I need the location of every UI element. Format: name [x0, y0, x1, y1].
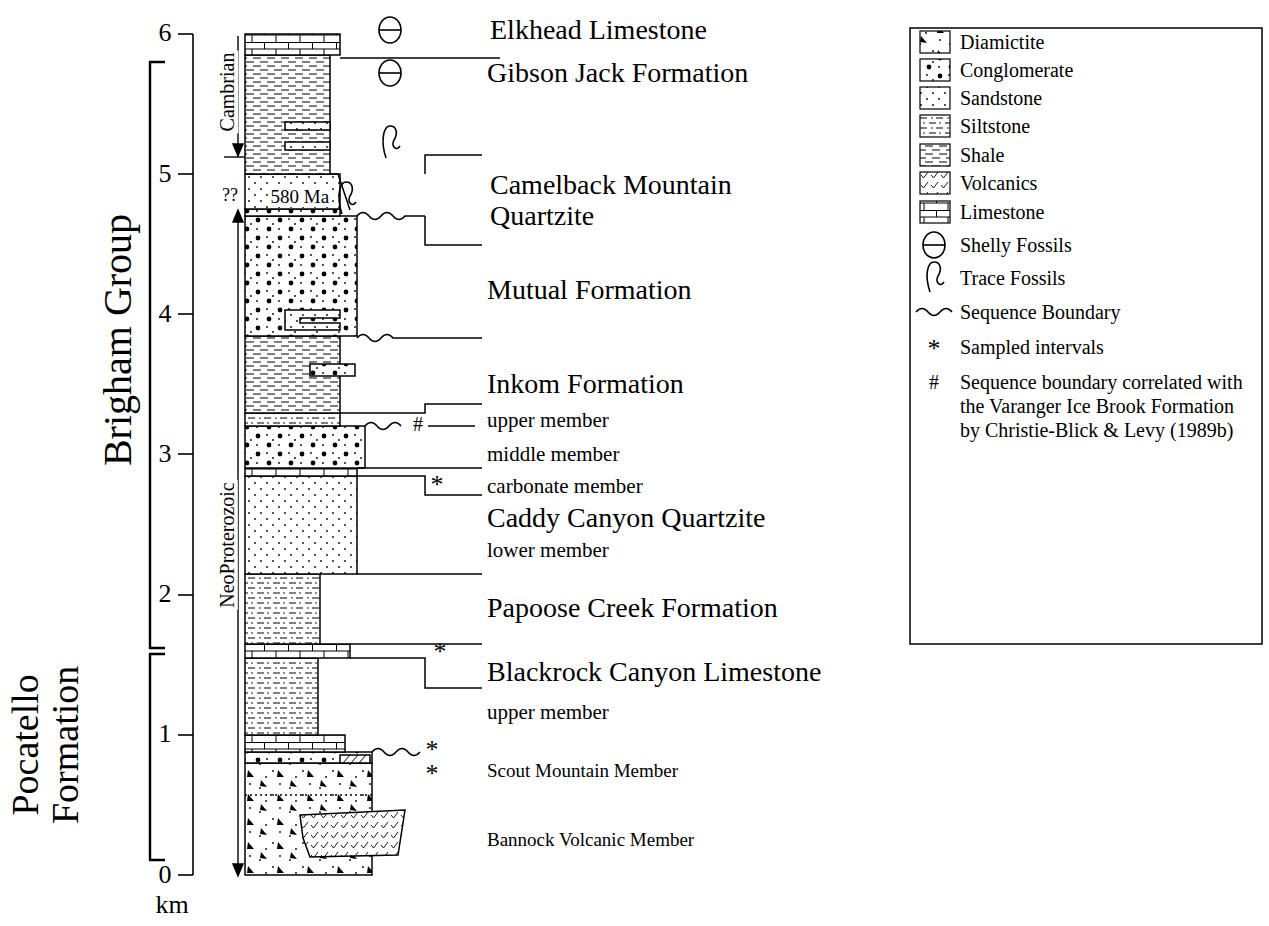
axis-unit: km [156, 891, 189, 920]
legend-text: Limestone [960, 200, 1044, 224]
legend-text: Sequence boundary correlated with the Va… [960, 370, 1252, 442]
member-name: Bannock Volcanic Member [487, 830, 694, 851]
age-label: 580 Ma [269, 187, 332, 208]
sample-mark: * [431, 471, 444, 500]
member-name: upper member [487, 409, 609, 432]
axis-tick: 2 [159, 580, 172, 609]
period-label: NeoProterozoic [216, 480, 238, 610]
member-name: Scout Mountain Member [487, 761, 678, 782]
period-label: Cambrian [216, 51, 238, 134]
legend-text: Volcanics [960, 171, 1037, 195]
legend-symbol: # [929, 371, 939, 393]
legend-text: Diamictite [960, 30, 1044, 54]
axis-tick: 1 [159, 720, 172, 749]
legend-text: Sampled intervals [960, 335, 1104, 359]
axis-tick: 0 [159, 861, 172, 890]
legend-text: Shale [960, 143, 1004, 167]
depth-axis [178, 34, 193, 875]
formation-name: Blackrock Canyon Limestone [487, 657, 821, 688]
legend-text: Sequence Boundary [960, 300, 1121, 324]
fossil-symbol [339, 17, 401, 214]
legend-box [910, 28, 1262, 644]
formation-name: Mutual Formation [487, 275, 692, 306]
legend-text: Trace Fossils [960, 266, 1065, 290]
legend-text: Sandstone [960, 86, 1042, 110]
member-name: lower member [487, 539, 609, 562]
formation-name: Gibson Jack Formation [487, 58, 748, 89]
legend-symbol: * [928, 335, 941, 364]
member-name: middle member [487, 443, 619, 466]
formation-name: Camelback Mountain Quartzite [490, 170, 820, 232]
legend-text: Conglomerate [960, 58, 1073, 82]
sample-mark: * [426, 760, 439, 789]
formation-name: Pocatello Formation [6, 640, 86, 850]
legend-text: Shelly Fossils [960, 233, 1072, 257]
formation-name: Inkom Formation [487, 369, 684, 400]
member-name: carbonate member [487, 475, 643, 498]
axis-tick: 4 [159, 300, 172, 329]
sample-mark: * [434, 638, 447, 667]
uncertain-mark: ?? [220, 186, 240, 206]
formation-name: Elkhead Limestone [490, 15, 707, 46]
group-name: Brigham Group [96, 214, 140, 466]
member-name: upper member [487, 701, 609, 724]
axis-tick: 3 [159, 440, 172, 469]
legend-text: Siltstone [960, 114, 1030, 138]
formation-name: Papoose Creek Formation [487, 593, 778, 624]
boundary-mark: # [413, 413, 423, 435]
axis-tick: 6 [159, 19, 172, 48]
axis-tick: 5 [159, 160, 172, 189]
formation-name: Caddy Canyon Quartzite [487, 503, 765, 534]
leader-line [330, 58, 500, 756]
